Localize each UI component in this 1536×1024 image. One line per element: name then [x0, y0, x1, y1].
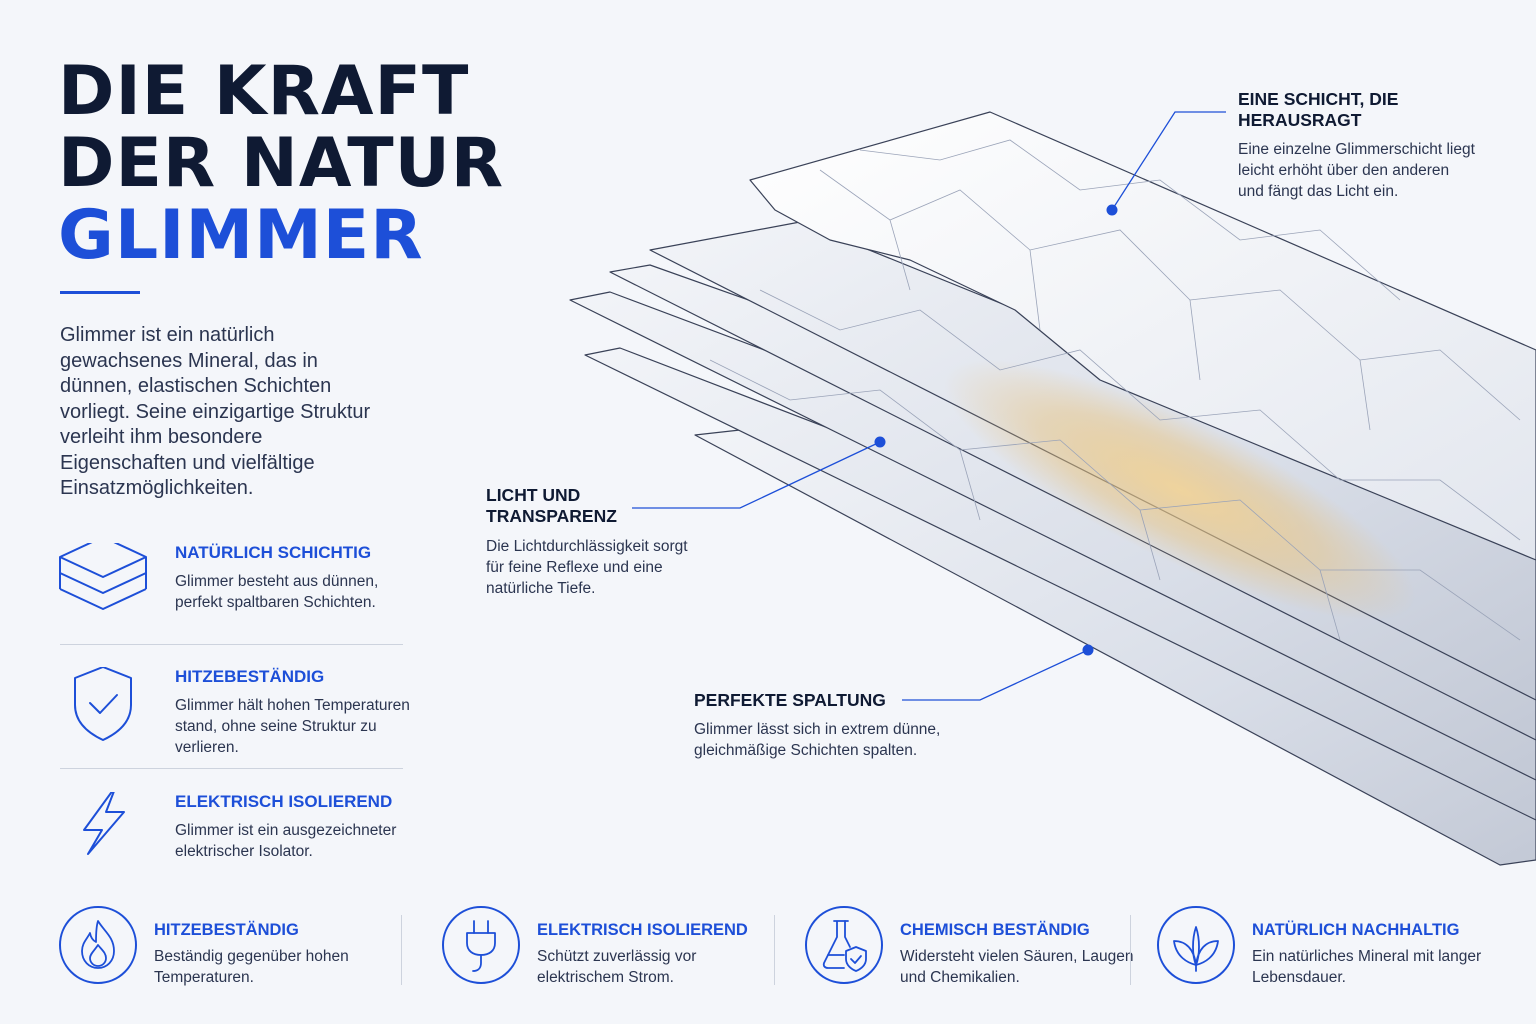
bottom-sustainable: NATÜRLICH NACHHALTIG Ein natürliches Min… [1156, 905, 1486, 995]
feature-divider [60, 644, 403, 645]
callout-split-heading: PERFEKTE SPALTUNG [694, 690, 886, 710]
feature-heading: ELEKTRISCH ISOLIEREND [175, 792, 393, 811]
bottom-heading: ELEKTRISCH ISOLIEREND [537, 921, 748, 939]
flame-icon [59, 906, 137, 984]
feature-heading: NATÜRLICH SCHICHTIG [175, 543, 372, 562]
bottom-electrical-insulating: ELEKTRISCH ISOLIEREND Schützt zuverlässi… [441, 905, 771, 995]
intro-text: Glimmer ist ein natürlich gewachsenes Mi… [60, 324, 371, 499]
feature-divider [60, 768, 403, 769]
page-title: DIE KRAFT DER NATUR GLIMMER [58, 56, 504, 272]
title-line-1: DIE KRAFT [58, 52, 470, 131]
bottom-text: Schützt zuverlässig vor elektrischem Str… [537, 948, 697, 986]
feature-text: Glimmer besteht aus dünnen, perfekt spal… [175, 573, 379, 611]
shield-check-icon [74, 667, 132, 741]
lightning-icon [83, 792, 125, 855]
layers-icon [59, 543, 147, 610]
title-underline [60, 291, 140, 294]
callout-top-text: Eine einzelne Glimmerschicht liegt leich… [1238, 141, 1475, 200]
bottom-chemical-resistant: CHEMISCH BESTÄNDIG Widersteht vielen Säu… [804, 905, 1134, 995]
bottom-heat-resistant: HITZEBESTÄNDIG Beständig gegenüber hohen… [58, 905, 398, 995]
bottom-separator [1130, 915, 1131, 985]
bottom-separator [401, 915, 402, 985]
leaves-icon [1157, 906, 1235, 984]
bottom-separator [774, 915, 775, 985]
bottom-text: Beständig gegenüber hohen Temperaturen. [154, 948, 349, 986]
plug-icon [442, 906, 520, 984]
bottom-heading: CHEMISCH BESTÄNDIG [900, 921, 1090, 939]
title-line-3: GLIMMER [58, 196, 424, 275]
bottom-text: Widersteht vielen Säuren, Laugen und Che… [900, 948, 1134, 986]
title-line-2: DER NATUR [58, 124, 505, 203]
callout-top-heading: EINE SCHICHT, DIE HERAUSRAGT [1238, 89, 1399, 130]
bottom-text: Ein natürliches Mineral mit langer Leben… [1252, 948, 1482, 986]
feature-heading: HITZEBESTÄNDIG [175, 667, 325, 686]
callout-split-text: Glimmer lässt sich in extrem dünne, glei… [694, 721, 941, 759]
callout-light-heading: LICHT UND TRANSPARENZ [486, 485, 617, 526]
feature-text: Glimmer hält hohen Temperaturen stand, o… [175, 697, 410, 756]
bottom-heading: NATÜRLICH NACHHALTIG [1252, 921, 1460, 939]
bottom-heading: HITZEBESTÄNDIG [154, 921, 299, 939]
feature-text: Glimmer ist ein ausgezeichneter elektris… [175, 822, 397, 860]
callout-light-text: Die Lichtdurchlässigkeit sorgt für feine… [486, 538, 688, 597]
flask-shield-icon [805, 906, 883, 984]
mica-layers-illustration [569, 111, 1536, 866]
